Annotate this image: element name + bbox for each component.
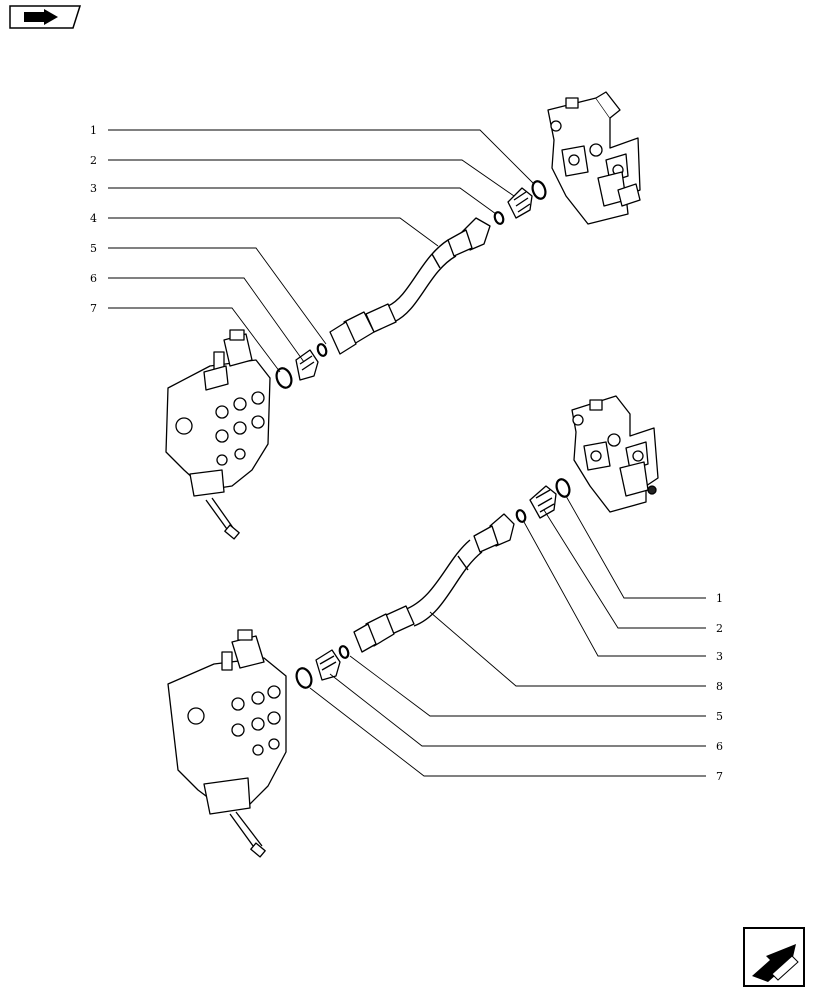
lower-callout-6: 6 [716, 740, 723, 753]
upper-callout-2: 2 [90, 154, 97, 167]
upper-callout-1: 1 [90, 124, 97, 137]
lower-callout-8: 8 [716, 680, 723, 693]
lower-callout-3: 3 [716, 650, 723, 663]
upper-o-ring-7 [275, 367, 293, 389]
upper-left-control-valve [165, 329, 271, 540]
lower-o-ring-5 [338, 645, 350, 659]
upper-callout-6: 6 [90, 272, 97, 285]
back-arrow-icon[interactable] [743, 927, 805, 987]
lower-callout-1: 1 [716, 592, 723, 605]
upper-callout-7: 7 [90, 302, 97, 315]
upper-adapter-6 [295, 349, 319, 381]
upper-hose [329, 217, 491, 355]
lower-left-control-valve [167, 629, 287, 858]
upper-o-ring-3 [493, 211, 505, 225]
upper-adapter-fitting [507, 187, 533, 219]
lower-callout-2: 2 [716, 622, 723, 635]
lower-adapter-6 [315, 649, 341, 681]
lower-hose [353, 513, 515, 653]
lower-adapter-fitting [529, 485, 557, 519]
upper-callout-3: 3 [90, 182, 97, 195]
lower-o-ring-3 [515, 509, 527, 523]
upper-leader-lines [108, 129, 535, 373]
upper-callout-5: 5 [90, 242, 97, 255]
lower-o-ring-1 [555, 478, 571, 498]
upper-o-ring-1 [531, 180, 547, 200]
lower-callout-5: 5 [716, 710, 723, 723]
book-arrow-icon[interactable] [9, 5, 82, 29]
lower-right-valve-block [571, 395, 659, 513]
lower-o-ring-7 [295, 667, 313, 689]
upper-assembly: 1 2 3 4 5 6 7 [90, 91, 641, 540]
upper-callout-4: 4 [90, 212, 97, 225]
lower-assembly: 1 2 3 8 5 6 7 [167, 395, 723, 858]
lower-callout-7: 7 [716, 770, 723, 783]
upper-o-ring-5 [316, 343, 328, 357]
lower-leader-lines [309, 495, 706, 777]
upper-right-valve-block [547, 91, 641, 225]
